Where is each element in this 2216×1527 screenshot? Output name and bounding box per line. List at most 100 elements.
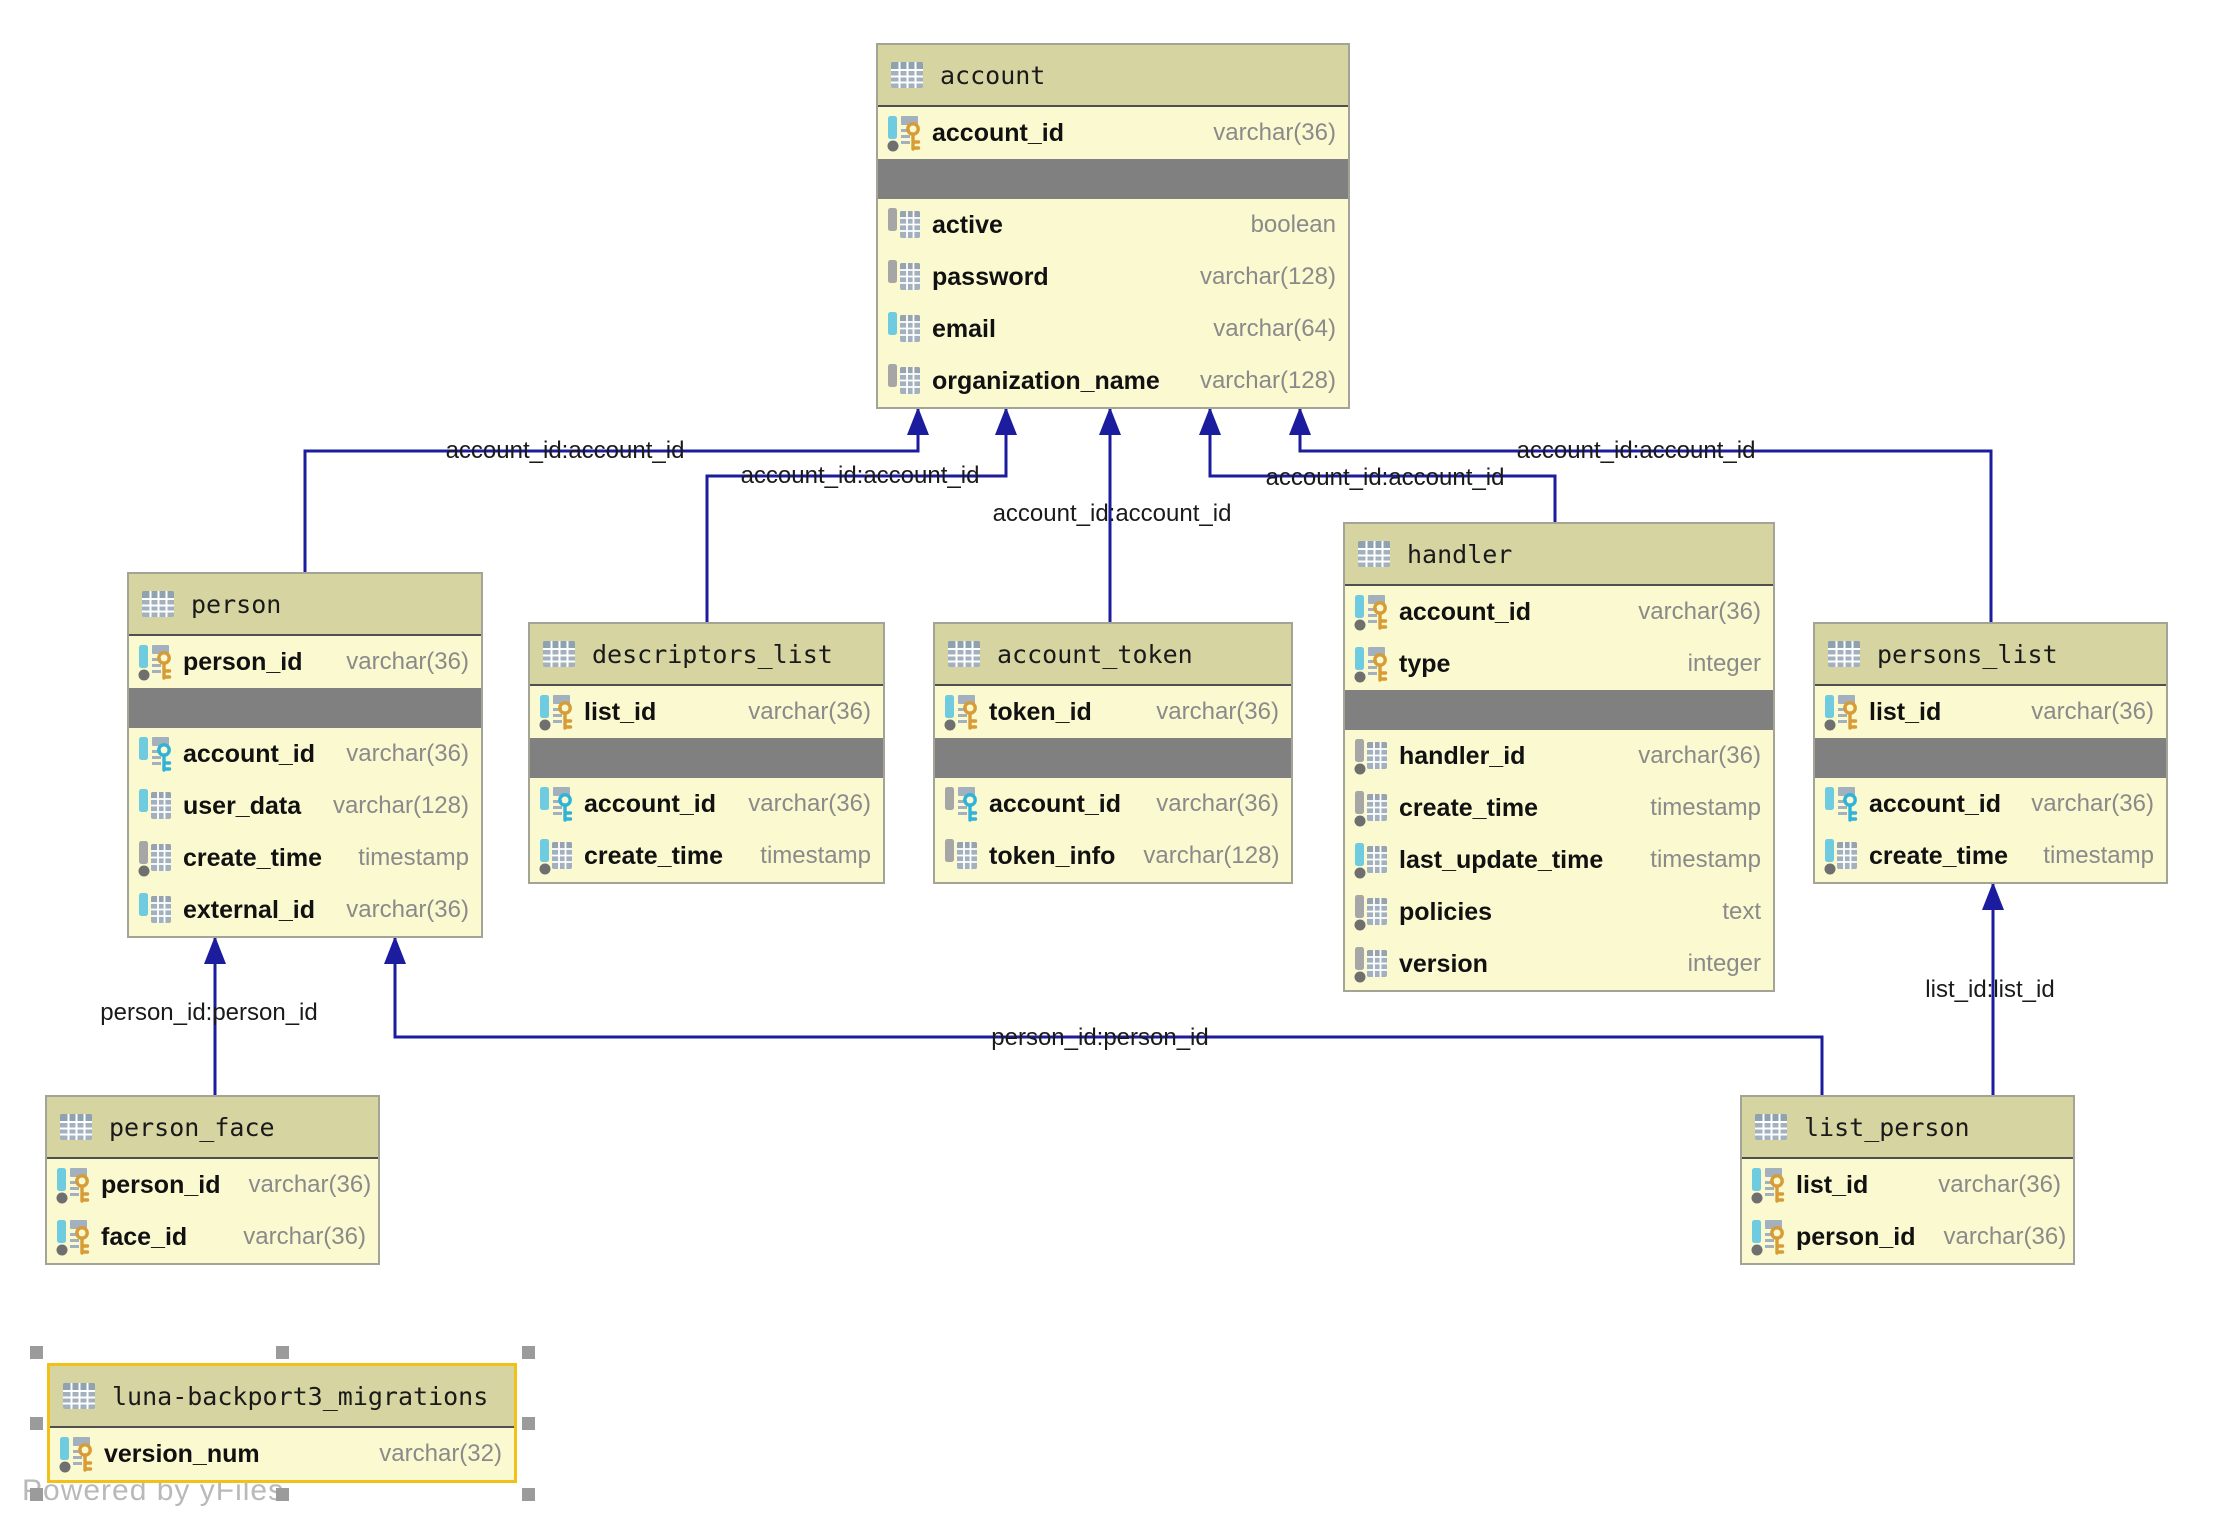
selection-handle[interactable] (521, 1416, 535, 1430)
column-name: email (932, 314, 996, 343)
column-row[interactable]: person_id varchar(36) (129, 636, 481, 688)
column-name: person_id (183, 647, 303, 676)
relationship-edge[interactable] (705, 407, 1008, 622)
table-header[interactable]: list_person (1742, 1097, 2073, 1159)
column-type: boolean (1250, 211, 1336, 238)
column-name: type (1399, 649, 1451, 678)
table-header[interactable]: account_token (935, 624, 1291, 686)
table-header[interactable]: luna-backport3_migrations (50, 1366, 514, 1428)
primary-key-icon (538, 692, 574, 732)
column-type: varchar(36) (1943, 1223, 2067, 1250)
table-title: account_token (997, 639, 1193, 669)
column-name: face_id (101, 1222, 188, 1251)
column-row[interactable]: email varchar(64) (878, 303, 1348, 355)
column-icon (886, 257, 922, 297)
selection-handle[interactable] (275, 1487, 289, 1501)
table-icon (1827, 640, 1861, 668)
edge-label: account_id:account_id (445, 437, 685, 464)
primary-key-icon (1750, 1217, 1786, 1257)
relationship-edge[interactable] (393, 936, 1824, 1095)
table-header[interactable]: handler (1345, 524, 1773, 586)
table-header[interactable]: account (878, 45, 1348, 107)
column-type: timestamp (358, 844, 469, 871)
column-name: token_id (989, 697, 1092, 726)
selection-handle[interactable] (521, 1487, 535, 1501)
table-title: descriptors_list (592, 639, 833, 669)
table-icon (1754, 1113, 1788, 1141)
table-header[interactable]: descriptors_list (530, 624, 883, 686)
column-icon (1353, 892, 1389, 932)
table-header[interactable]: persons_list (1815, 624, 2166, 686)
arrowhead (995, 407, 1017, 435)
table-title: luna-backport3_migrations (112, 1381, 489, 1411)
column-name: external_id (183, 895, 316, 924)
primary-key-icon (1353, 644, 1389, 684)
column-icon (137, 890, 173, 930)
selection-handle[interactable] (29, 1345, 43, 1359)
relationship-edge[interactable] (1208, 407, 1557, 522)
table-header[interactable]: person_face (47, 1097, 378, 1159)
column-name: account_id (1399, 597, 1531, 626)
table-header[interactable]: person (129, 574, 481, 636)
table-icon (62, 1382, 96, 1410)
selection-handle[interactable] (275, 1345, 289, 1359)
column-type: varchar(128) (332, 792, 469, 819)
column-name: account_id (932, 118, 1064, 147)
column-icon (943, 836, 979, 876)
column-name: version (1399, 949, 1488, 978)
column-type: varchar(36) (346, 648, 469, 675)
column-type: varchar(64) (1213, 315, 1336, 342)
selection-handle[interactable] (29, 1416, 43, 1430)
foreign-key-icon (943, 784, 979, 824)
edge-label: person_id:person_id (991, 1024, 1209, 1051)
primary-key-icon (58, 1434, 94, 1474)
column-name: create_time (584, 841, 723, 870)
column-type: varchar(32) (379, 1440, 502, 1467)
selection-handle[interactable] (29, 1487, 43, 1501)
column-icon (137, 786, 173, 826)
table-title: person_face (109, 1112, 275, 1142)
edge-label: account_id:account_id (992, 500, 1232, 527)
arrowhead (204, 936, 226, 964)
selection-handle[interactable] (521, 1345, 535, 1359)
